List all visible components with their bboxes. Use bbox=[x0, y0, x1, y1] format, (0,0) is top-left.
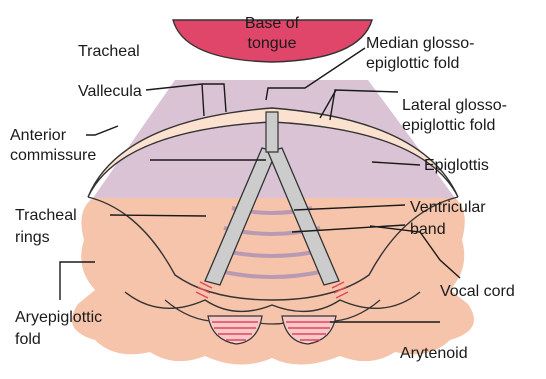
label-lateral-glosso-line2: epiglottic fold bbox=[402, 117, 495, 134]
label-anterior-commissure-line2: commissure bbox=[10, 147, 96, 164]
label-arytenoid: Arytenoid bbox=[400, 345, 468, 362]
label-tracheal-top: Tracheal bbox=[78, 43, 140, 60]
label-aryepiglottic-fold-line1: Aryepiglottic bbox=[15, 309, 102, 326]
label-ventricular-band-line2: band bbox=[410, 221, 446, 238]
label-epiglottis: Epiglottis bbox=[424, 157, 489, 174]
label-tracheal-rings-line2: rings bbox=[15, 229, 50, 246]
median-fold-stem bbox=[266, 112, 278, 152]
label-lateral-glosso-line1: Lateral glosso- bbox=[402, 97, 507, 114]
label-base-of-tongue-line1: Base of bbox=[245, 15, 300, 32]
label-median-glosso-line1: Median glosso- bbox=[366, 35, 475, 52]
label-aryepiglottic-fold-line2: fold bbox=[15, 331, 41, 348]
label-base-of-tongue-line2: tongue bbox=[248, 35, 297, 52]
label-vallecula: Vallecula bbox=[78, 83, 142, 100]
label-anterior-commissure-line1: Anterior bbox=[10, 127, 67, 144]
label-vocal-cord: Vocal cord bbox=[440, 283, 515, 300]
label-tracheal-rings-line1: Tracheal bbox=[15, 207, 77, 224]
label-ventricular-band-line1: Ventricular bbox=[410, 199, 486, 216]
label-median-glosso-line2: epiglottic fold bbox=[366, 55, 459, 72]
